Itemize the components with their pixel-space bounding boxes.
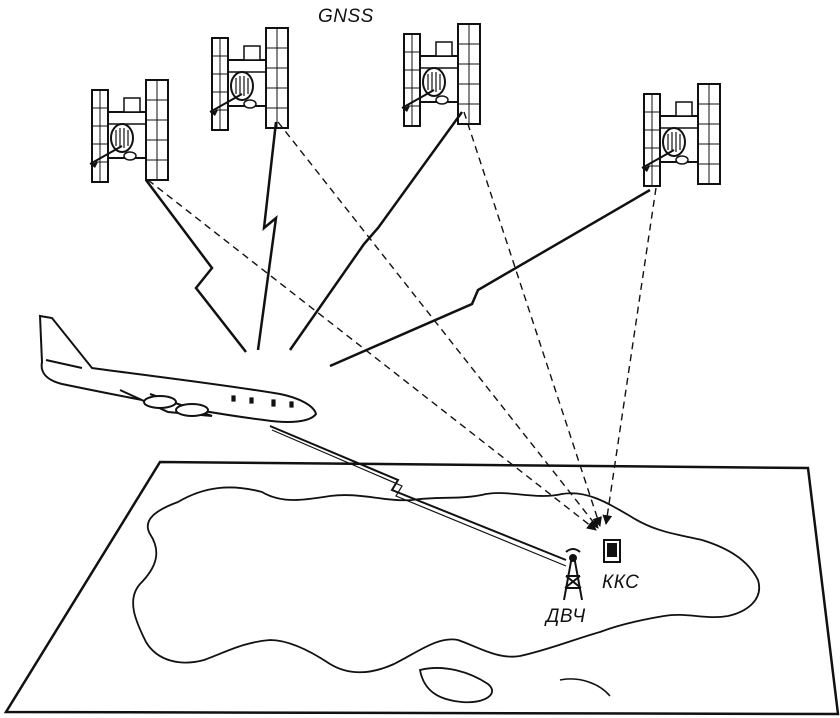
satellite-1: [89, 79, 169, 183]
antenna-tower-icon: [563, 548, 583, 601]
satellite-4: [641, 83, 721, 187]
dashed-links-satellites-to-kks: [147, 111, 657, 531]
signal-links-satellites-to-aircraft: [145, 111, 651, 368]
control-station-icon: [603, 539, 621, 563]
dvch-label: ДВЧ: [546, 606, 586, 627]
airplane-icon: [38, 314, 318, 423]
satellite-2: [209, 27, 289, 131]
satellite-3: [401, 23, 481, 127]
signal-link-aircraft-to-dvch: [269, 425, 567, 561]
gnss-label: GNSS: [318, 6, 374, 27]
map-of-ukraine: [3, 460, 840, 716]
kks-label: ККС: [602, 572, 640, 593]
